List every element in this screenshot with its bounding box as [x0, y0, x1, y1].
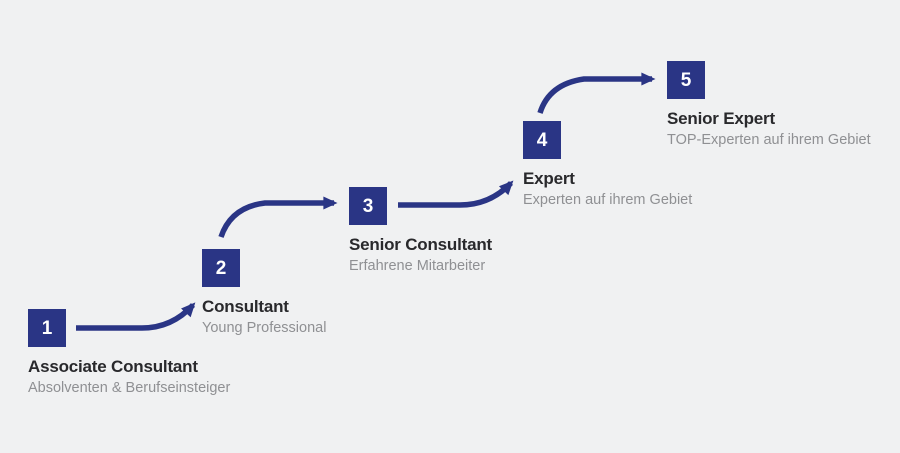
step-5-number-box: 5: [667, 61, 705, 99]
arrow-4-5-icon: [537, 72, 656, 114]
step-3-title: Senior Consultant: [349, 235, 492, 254]
step-5: 5 Senior Expert TOP-Experten auf ihrem G…: [667, 61, 900, 191]
step-2-number: 2: [215, 257, 227, 279]
step-1-number: 1: [41, 317, 53, 339]
step-4-number: 4: [536, 129, 548, 151]
step-4-title: Expert: [523, 169, 575, 188]
step-1: 1 Associate Consultant Absolventen & Ber…: [28, 309, 308, 439]
arrow-1-2-icon: [76, 302, 196, 331]
step-3-number-box: 3: [349, 187, 387, 225]
step-4: 4 Expert Experten auf ihrem Gebiet: [523, 121, 803, 251]
step-5-subtitle: TOP-Experten auf ihrem Gebiet: [667, 132, 871, 148]
step-3-number: 3: [362, 195, 374, 217]
step-5-title: Senior Expert: [667, 109, 775, 128]
step-2: 2 Consultant Young Professional: [202, 249, 482, 379]
step-1-title: Associate Consultant: [28, 357, 198, 376]
step-3-subtitle: Erfahrene Mitarbeiter: [349, 258, 486, 274]
step-4-number-box: 4: [523, 121, 561, 159]
arrow-3-4-icon: [398, 180, 514, 208]
step-2-subtitle: Young Professional: [202, 320, 327, 336]
step-2-title: Consultant: [202, 297, 289, 316]
arrow-2-3-icon: [218, 196, 338, 238]
step-3: 3 Senior Consultant Erfahrene Mitarbeite…: [349, 187, 629, 317]
step-1-subtitle: Absolventen & Berufseinsteiger: [28, 380, 231, 396]
step-2-number-box: 2: [202, 249, 240, 287]
step-5-number: 5: [680, 69, 692, 91]
step-1-number-box: 1: [28, 309, 66, 347]
step-4-subtitle: Experten auf ihrem Gebiet: [523, 192, 693, 208]
